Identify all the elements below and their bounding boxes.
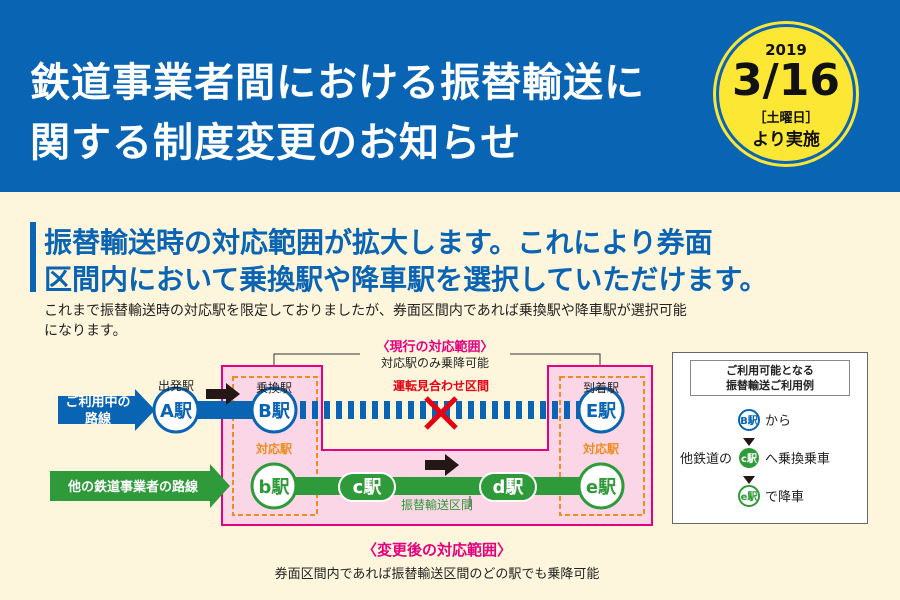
other-route-line — [272, 477, 602, 495]
other-route-arrow — [50, 464, 230, 508]
page-title-line2: 関する制度変更のお知らせ — [30, 120, 522, 166]
station-b: b駅 — [250, 462, 298, 510]
other-route-label: 他の鉄道事業者の路線 — [67, 479, 199, 495]
legend-step1-station: B駅 — [740, 415, 759, 427]
legend-step1-text: から — [765, 414, 791, 429]
legend-down-arrow-1 — [743, 438, 755, 446]
transfer-section-label: 振替輸送区間 — [401, 497, 473, 512]
user-route-label-2: 路線 — [85, 411, 112, 427]
body-text-line1: これまで振替輸送時の対応駅を限定しておりましたが、券面区間内であれば乗換駅や降車… — [44, 303, 687, 319]
station-B-label: B駅 — [258, 401, 291, 422]
legend-step2-text: へ乗換乗車 — [765, 452, 830, 467]
legend-title: ご利用可能となる 振替輸送ご利用例 — [690, 360, 850, 396]
legend-step2-prefix: 他鉄道の — [680, 452, 732, 467]
direction-arrow-top — [206, 383, 240, 405]
lead-text-line1: 振替輸送時の対応範囲が拡大します。これにより券面 — [44, 226, 713, 259]
lead-text-line2: 区間内において乗換駅や降車駅を選択していただけます。 — [44, 263, 768, 296]
station-A: A駅 — [152, 386, 200, 434]
station-d-label: d駅 — [493, 477, 525, 498]
current-range-callout-right — [510, 353, 601, 365]
suspended-label: 運転見合わせ区間 — [393, 378, 489, 393]
legend-title-line2: 振替輸送ご利用例 — [726, 379, 814, 392]
user-route-label-1: ご利用中の — [65, 394, 130, 410]
corresponding-label-right: 対応駅 — [582, 441, 620, 456]
direction-arrow-bottom — [425, 454, 459, 476]
station-d: d駅 — [479, 472, 537, 502]
station-E-label: E駅 — [586, 401, 617, 422]
station-A-label: A駅 — [160, 401, 193, 422]
transfer-label: 乗換駅 — [256, 381, 292, 395]
legend-title-line1: ご利用可能となる — [726, 364, 814, 377]
lead-accent-bar — [30, 222, 36, 292]
departure-label: 出発駅 — [158, 379, 194, 393]
new-range-label: 〈変更後の対応範囲〉 — [362, 541, 512, 559]
station-b-label: b駅 — [259, 477, 291, 498]
current-range-callout — [273, 353, 360, 365]
legend-down-arrow-2 — [743, 476, 755, 484]
legend-step3-station: e駅 — [741, 491, 759, 503]
date-badge: 2019 3/16 ［土曜日］ より実施 — [716, 24, 856, 164]
station-B: B駅 — [250, 386, 298, 434]
suspended-x-icon — [424, 396, 458, 430]
corresponding-label-left: 対応駅 — [255, 441, 293, 456]
user-route-arrow — [58, 389, 155, 431]
station-c: c駅 — [338, 472, 396, 502]
badge-start: より実施 — [752, 130, 820, 150]
station-e-label: e駅 — [586, 477, 617, 498]
badge-year: 2019 — [765, 41, 807, 59]
badge-day: ［土曜日］ — [753, 111, 819, 126]
station-E: E駅 — [577, 386, 625, 434]
current-range-note: 対応駅のみ乗降可能 — [381, 356, 489, 370]
badge-date: 3/16 — [732, 55, 840, 106]
legend-step2-station: c駅 — [741, 453, 758, 465]
legend-steps: B駅 から 他鉄道の c駅 へ乗換乗車 e駅 で降車 — [680, 409, 830, 507]
legend-step3-text: で降車 — [765, 490, 804, 505]
corresponding-box-right — [559, 376, 645, 516]
arrival-label: 到着駅 — [583, 380, 619, 395]
station-c-label: c駅 — [353, 477, 383, 498]
body-text-line2: になります。 — [44, 323, 127, 339]
new-range-note: 券面区間内であれば振替輸送区間のどの駅でも乗降可能 — [275, 566, 600, 582]
corresponding-box-left — [232, 376, 318, 516]
station-e: e駅 — [577, 462, 625, 510]
current-range-label: 〈現行の対応範囲〉 — [376, 339, 493, 355]
page-title-line1: 鉄道事業者間における振替輸送に — [30, 60, 645, 106]
transfer-diagram: A駅 B駅 E駅 b駅 c駅 d駅 e駅 〈現行の対応範囲〉 対応駅のみ乗降可能… — [50, 339, 653, 582]
